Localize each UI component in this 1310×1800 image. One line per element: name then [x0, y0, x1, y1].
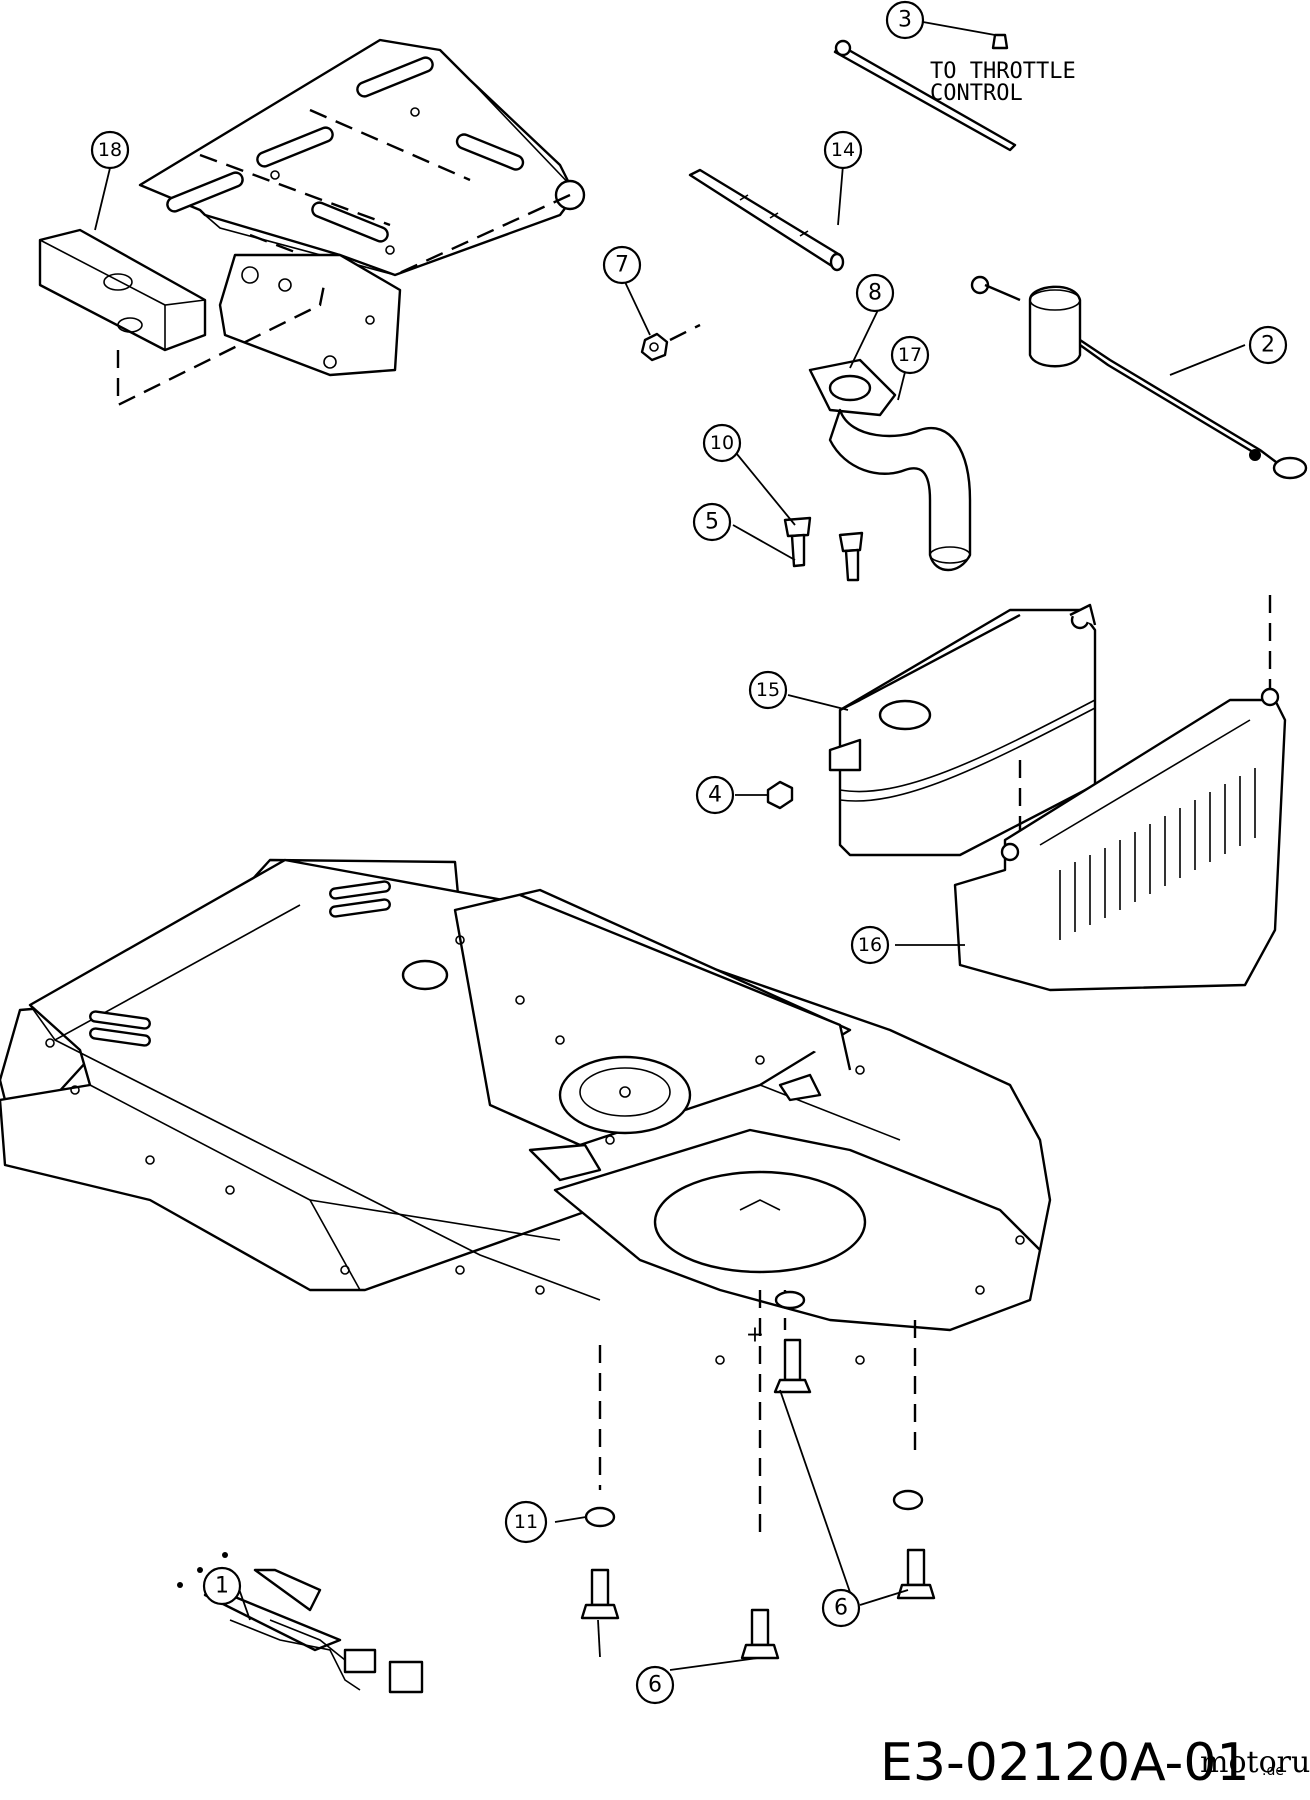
main-frame — [0, 858, 1052, 1365]
svg-text:14: 14 — [831, 139, 855, 161]
svg-text:11: 11 — [514, 1511, 538, 1533]
svg-text:7: 7 — [615, 253, 629, 278]
svg-text:3: 3 — [898, 8, 912, 33]
svg-text:10: 10 — [710, 432, 734, 454]
bottom-hardware: + — [580, 1290, 936, 1660]
note-line-1: TO THROTTLE — [930, 59, 1076, 84]
svg-text:17: 17 — [898, 344, 922, 366]
switch-harness — [177, 1552, 424, 1694]
callout-6-left: 6 — [635, 1665, 675, 1705]
rod — [688, 168, 845, 272]
callout-15: 15 — [748, 670, 788, 710]
watermark-suffix: .de — [1262, 1763, 1284, 1779]
exhaust-elbow — [808, 358, 972, 572]
callout-1: 1 — [202, 1566, 242, 1606]
svg-text:18: 18 — [98, 139, 122, 161]
nut — [640, 323, 701, 362]
callout-10: 10 — [702, 423, 742, 463]
callout-18: 18 — [90, 130, 130, 170]
svg-text:6: 6 — [834, 1596, 848, 1621]
callout-16: 16 — [850, 925, 890, 965]
callout-6-center: 6 — [821, 1588, 861, 1628]
svg-text:16: 16 — [858, 934, 882, 956]
note-line-2: CONTROL — [930, 81, 1023, 106]
leader-lines — [94, 21, 1246, 1671]
callout-7: 7 — [602, 245, 642, 285]
svg-text:5: 5 — [705, 510, 719, 535]
callout-2: 2 — [1248, 325, 1288, 365]
svg-text:8: 8 — [868, 281, 882, 306]
seat-plate-assembly — [38, 38, 586, 407]
screws — [783, 516, 864, 582]
svg-text:+: + — [746, 1323, 764, 1348]
callout-11: 11 — [504, 1500, 548, 1544]
frame-holes — [45, 935, 1025, 1365]
svg-text:2: 2 — [1261, 333, 1275, 358]
callout-8: 8 — [855, 273, 895, 313]
fuel-tank — [766, 603, 1097, 857]
watermark: motoruf — [1200, 1745, 1310, 1780]
cable-tie — [833, 33, 1017, 152]
vent-slots — [1059, 768, 1256, 940]
callout-3: 3 — [885, 0, 925, 40]
callout-5: 5 — [692, 502, 732, 542]
sensor-wire — [970, 275, 1308, 480]
callout-17: 17 — [890, 335, 930, 375]
svg-text:4: 4 — [708, 783, 722, 808]
svg-text:15: 15 — [756, 679, 780, 701]
figure-id: E3-02120A-01 — [880, 1733, 1249, 1793]
svg-text:6: 6 — [648, 1673, 662, 1698]
vented-shroud — [953, 595, 1287, 992]
callout-14: 14 — [823, 130, 863, 170]
svg-text:1: 1 — [215, 1574, 229, 1599]
callout-4: 4 — [695, 775, 735, 815]
